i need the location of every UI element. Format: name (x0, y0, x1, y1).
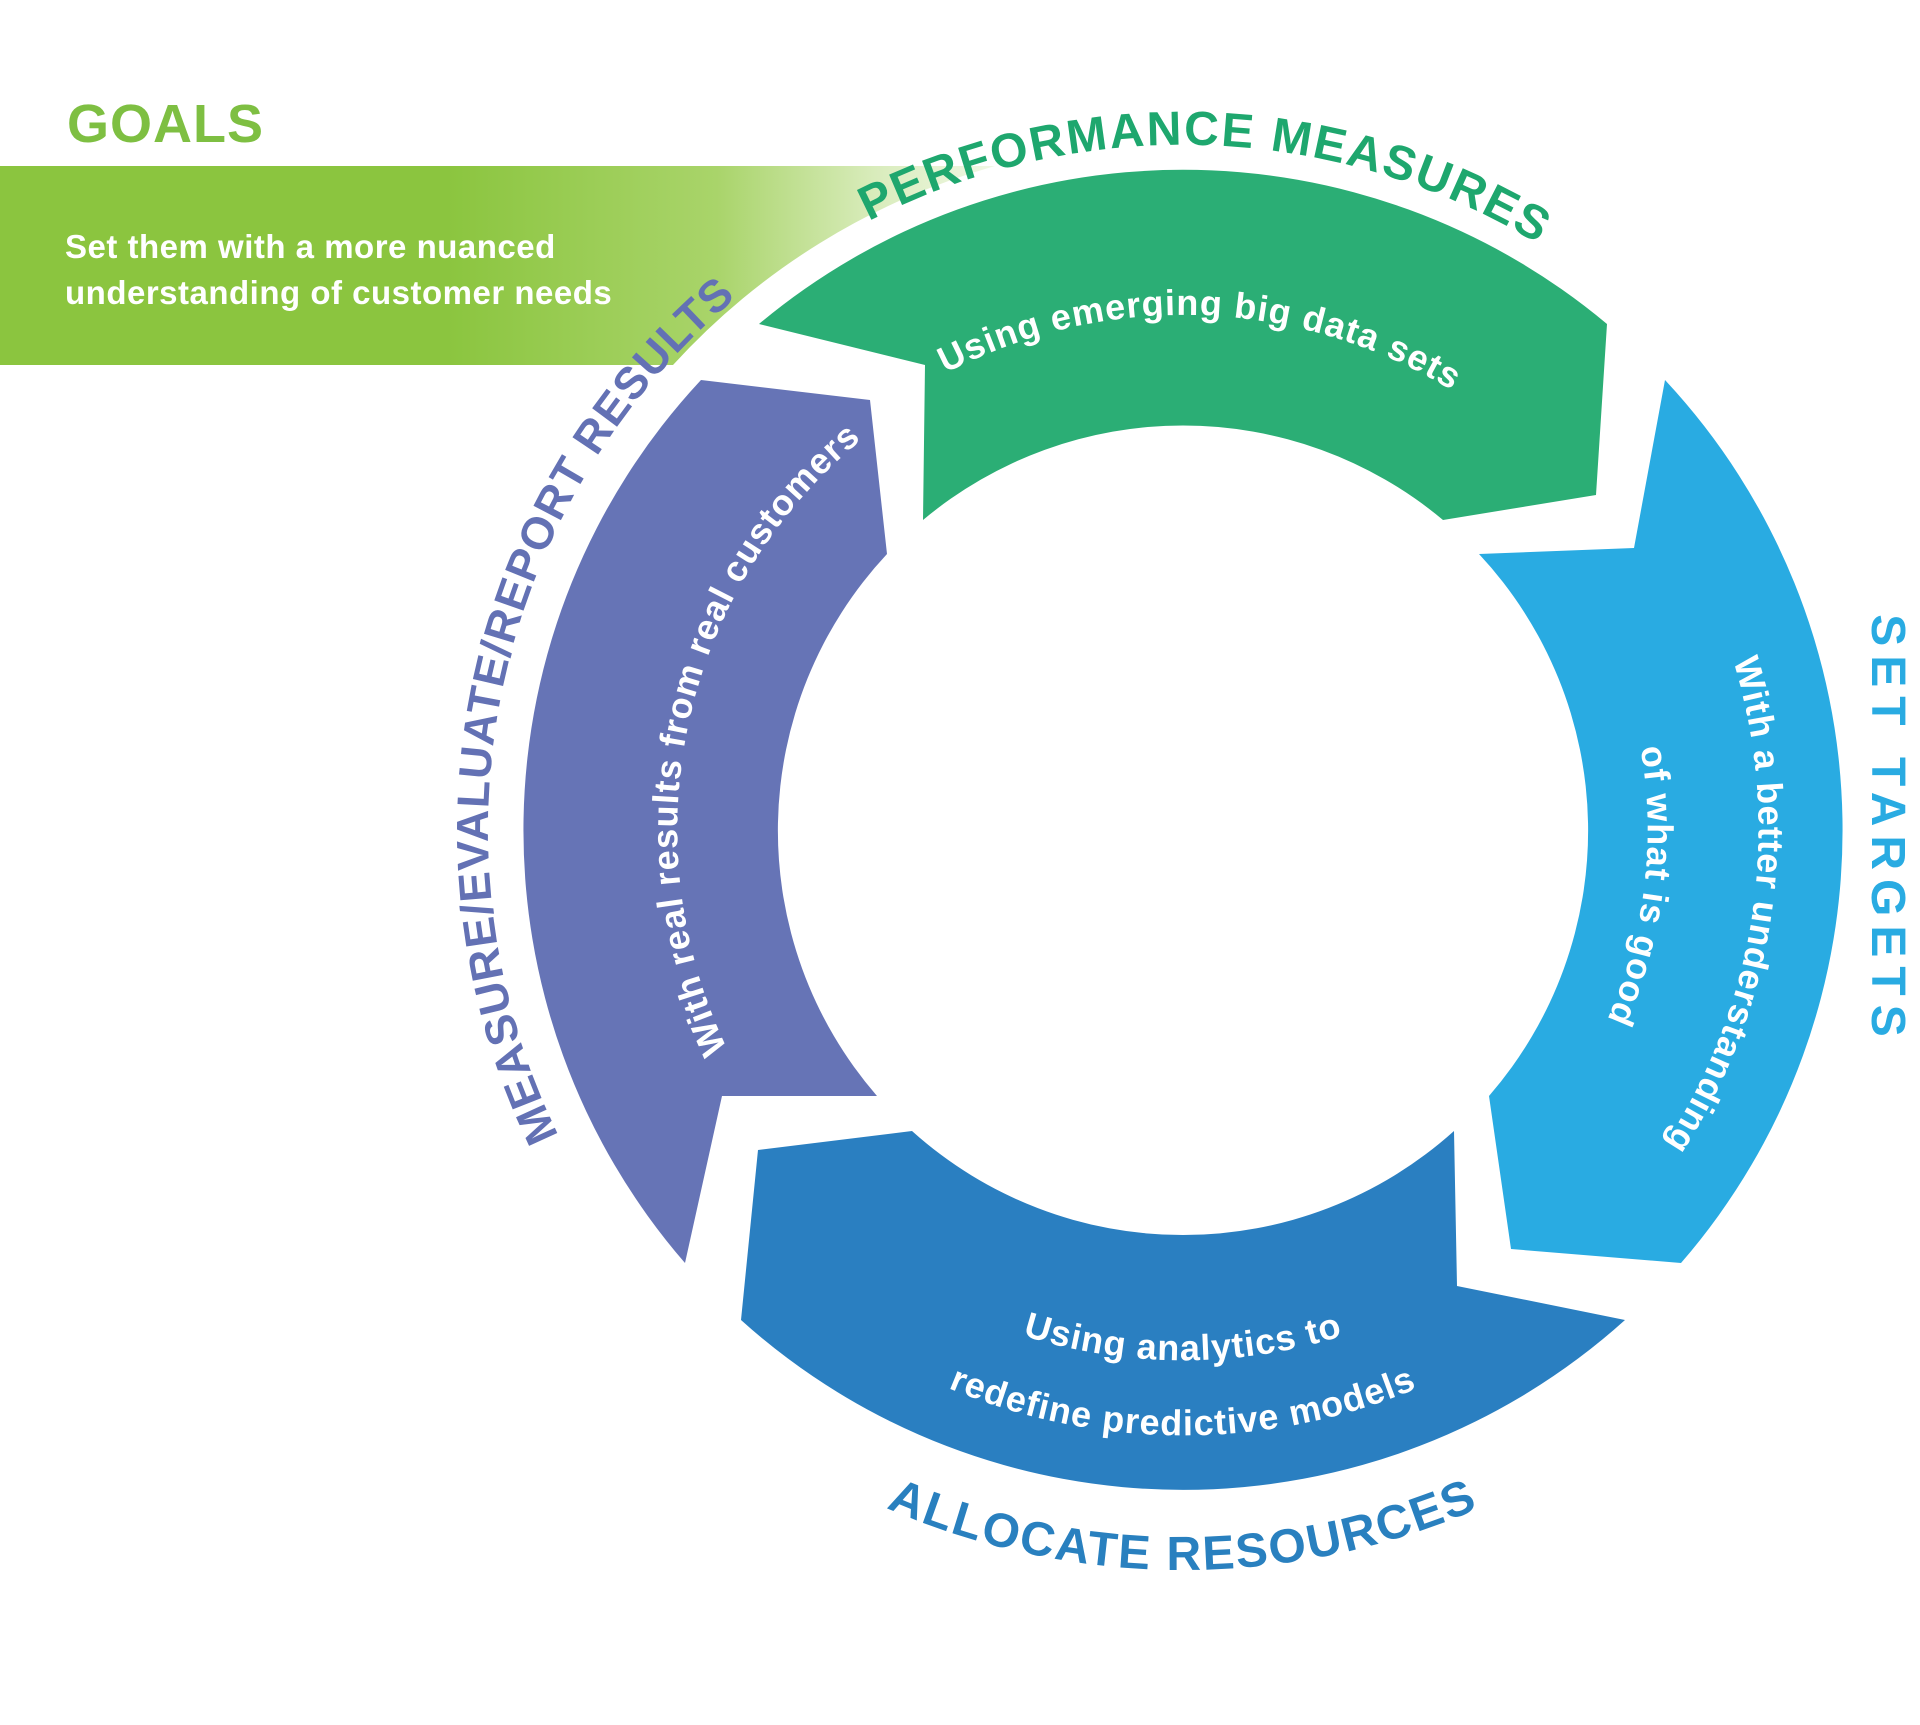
goals-banner-line1: Set them with a more nuanced (65, 228, 556, 265)
goals-title: GOALS (67, 94, 264, 154)
arc-set-targets (1479, 380, 1843, 1263)
goals-banner (0, 166, 995, 365)
label-set-targets: SET TARGETS (1861, 614, 1914, 1045)
arc-measure-evaluate-report-results (523, 380, 887, 1263)
arc-allocate-resources (741, 1131, 1625, 1490)
arc-performance-measures (759, 169, 1607, 520)
goals-banner-line2: understanding of customer needs (65, 274, 612, 311)
